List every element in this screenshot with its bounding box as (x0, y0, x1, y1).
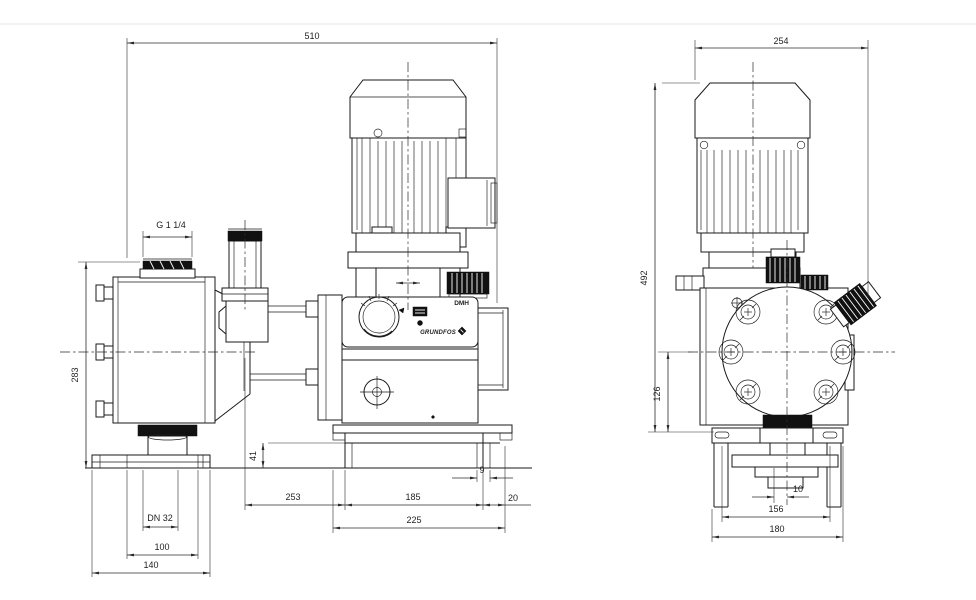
stand-slot (714, 431, 730, 439)
dim-base-width: 180 (711, 446, 844, 542)
dim-label: 10 (793, 484, 803, 494)
dim-label: 140 (143, 560, 158, 570)
stroke-knob (446, 271, 490, 299)
dim-overall-height: 492 (639, 83, 657, 432)
sight-glass (360, 376, 394, 409)
dim-overall-length: 510 (127, 31, 497, 45)
dim-flange-diameter: 140 (91, 470, 211, 577)
label-plate (412, 306, 428, 317)
base-frame (332, 424, 513, 468)
stroke-length-knob (829, 281, 882, 328)
dim-label: 254 (773, 36, 788, 46)
side-dimensions: 254 492 126 10 15 (639, 36, 869, 542)
dosing-head (91, 258, 216, 469)
indicator-dot (417, 320, 423, 326)
dim-label: 185 (405, 492, 420, 502)
dim-base-slot-span: 185 (345, 492, 483, 507)
suction-flange (91, 454, 211, 469)
tie-rod-nut (305, 300, 319, 318)
back-cover (477, 307, 509, 391)
valve-band (137, 424, 198, 437)
dim-center-to-base: 126 (652, 351, 692, 432)
dim-connection-thread: G 1 1/4 (142, 220, 193, 257)
brand-logo-icon (457, 326, 467, 336)
dim-label: DN 32 (147, 513, 173, 523)
dim-label: 510 (304, 31, 319, 41)
side-motor (694, 82, 811, 269)
front-dimensions: 510 G 1 1/4 283 41 (70, 31, 531, 577)
dim-label: 283 (70, 367, 80, 382)
model-label: DMH (454, 300, 469, 307)
front-view: DMH GRUNDFOS 510 (60, 31, 532, 577)
dim-label: 41 (248, 451, 258, 461)
dim-pipe-offset: 10 (752, 468, 809, 503)
pipe-connection (731, 414, 839, 489)
dim-height-to-connection: 283 (70, 261, 140, 468)
dim-label: G 1 1/4 (156, 220, 186, 230)
dim-flange-bolt-circle: 100 (126, 470, 199, 559)
brand-logo-text: GRUNDFOS (420, 330, 456, 336)
dim-base-height: 41 (248, 442, 345, 468)
dim-base-lip: 9 (452, 465, 513, 482)
adjustment-knurl-small (800, 274, 829, 291)
dim-valve-to-base: 253 (245, 492, 345, 507)
suction-port-collar (139, 268, 196, 279)
stand-slot (822, 431, 838, 439)
control-dial (358, 294, 405, 338)
dim-side-slot-span: 156 (721, 446, 831, 522)
motor-fins (351, 137, 467, 234)
dim-label: 20 (508, 493, 518, 503)
dim-flange-nominal: DN 32 (142, 470, 179, 531)
mounting-plate (317, 294, 343, 421)
dim-label: 180 (769, 524, 784, 534)
relief-valve (218, 228, 269, 343)
gear-unit: DMH GRUNDFOS (341, 294, 509, 424)
adjustment-knurl (765, 256, 801, 284)
dim-label: 9 (479, 465, 484, 475)
side-bracket (675, 275, 705, 291)
side-gear-unit (675, 248, 882, 426)
dim-label: 492 (639, 270, 649, 285)
motor (349, 79, 498, 248)
dim-label: 253 (285, 492, 300, 502)
head-bolt (95, 284, 115, 418)
tie-rod-nut (305, 368, 319, 386)
dim-label: 126 (652, 386, 662, 401)
dim-label: 225 (406, 515, 421, 525)
side-view: 254 492 126 10 15 (639, 36, 895, 542)
thread-band (142, 260, 193, 270)
head-connection (214, 289, 343, 422)
dim-base-end-offset: 20 (483, 493, 531, 507)
dim-label: 100 (154, 542, 169, 552)
coupling (347, 232, 490, 299)
dim-label: 156 (768, 504, 783, 514)
terminal-box (447, 177, 496, 229)
dim-base-length: 225 (333, 515, 505, 530)
dim-overall-width: 254 (695, 36, 868, 50)
